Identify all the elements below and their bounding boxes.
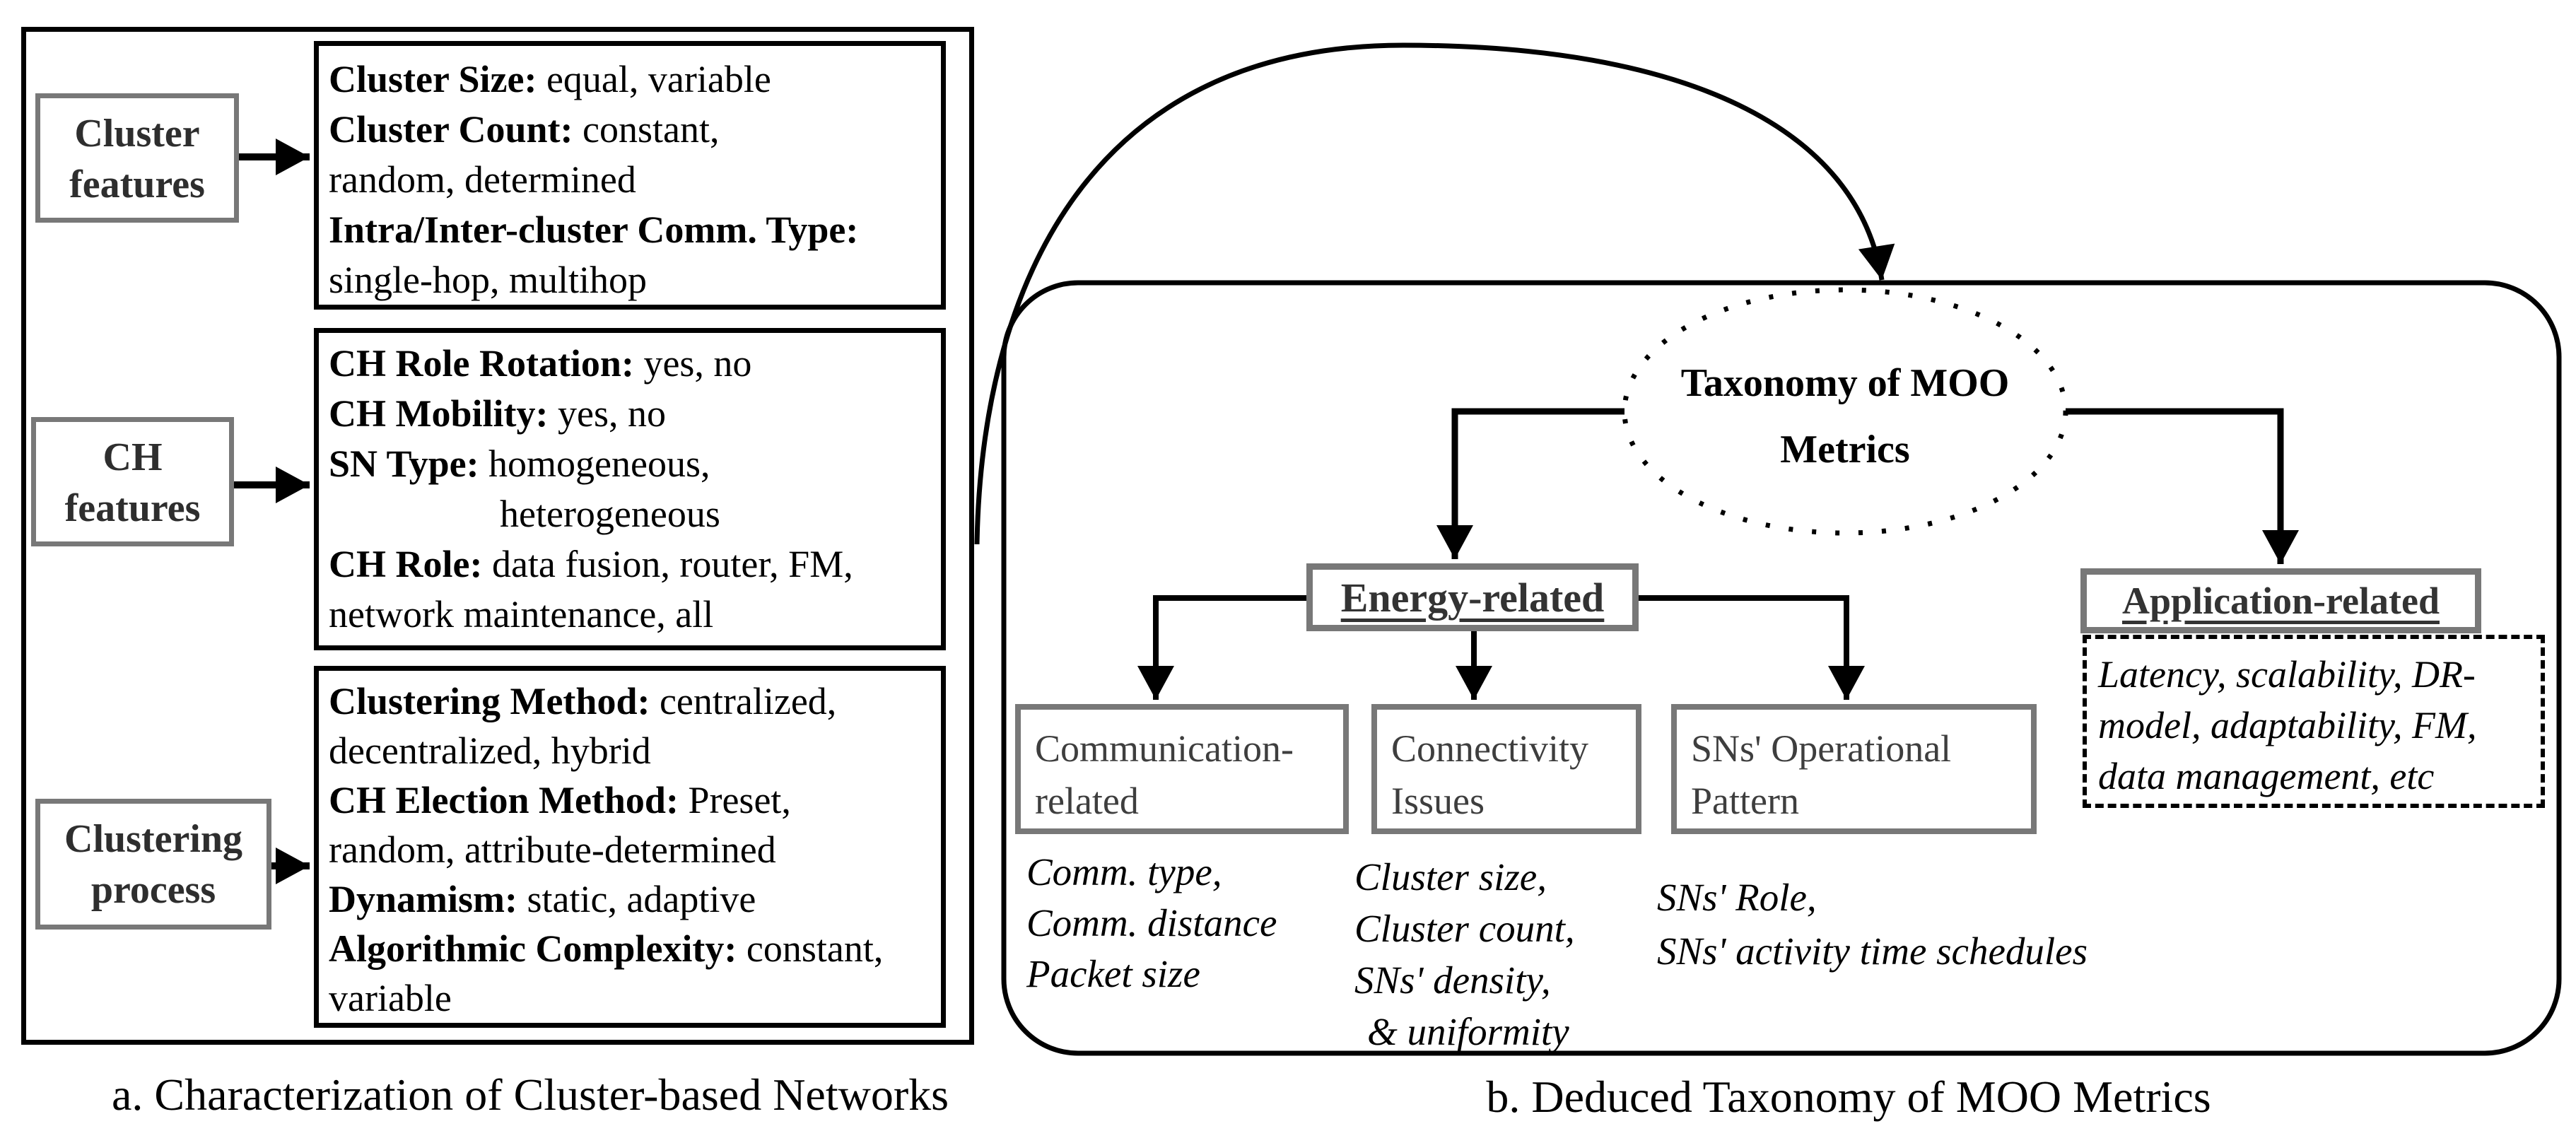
sns-operational-pattern-box: SNs' Operational Pattern: [1671, 704, 2037, 834]
application-related-box: Application-related: [2080, 568, 2481, 633]
note-line: Comm. type,: [1026, 850, 1222, 893]
child-title-line: Communication-: [1035, 727, 1294, 770]
panel-b-frame: [1001, 280, 2562, 1056]
spec-line: single-hop, multihop: [329, 259, 647, 301]
label-line: features: [69, 163, 205, 206]
label-line: Cluster: [74, 112, 200, 156]
spec-line: Intra/Inter-cluster Comm. Type:: [329, 209, 859, 251]
note-line: SNs' activity time schedules: [1657, 930, 2088, 973]
spec-line: CH Election Method: Preset,: [329, 779, 791, 821]
application-note-line: Latency, scalability, DR-: [2098, 653, 2476, 696]
spec-line: CH Role Rotation: yes, no: [329, 342, 752, 385]
note-line: SNs' Role,: [1657, 876, 1817, 919]
ch-features-spec-box: CH Role Rotation: yes, no CH Mobility: y…: [314, 328, 946, 650]
application-notes-box: Latency, scalability, DR- model, adaptab…: [2083, 635, 2545, 808]
connectivity-notes: Cluster size, Cluster count, SNs' densit…: [1354, 851, 1575, 1057]
spec-line: CH Role: data fusion, router, FM,: [329, 543, 853, 585]
note-line: Packet size: [1026, 952, 1200, 995]
taxonomy-ellipse-label: Taxonomy of MOO Metrics: [1626, 350, 2064, 483]
spec-line: CH Mobility: yes, no: [329, 392, 666, 435]
arrow-root-to-application: [2066, 408, 2299, 564]
spec-line: heterogeneous: [500, 493, 720, 535]
application-related-label: Application-related: [2122, 580, 2440, 622]
communication-related-box: Communication- related: [1015, 704, 1349, 834]
clustering-process-spec-box: Clustering Method: centralized, decentra…: [314, 666, 946, 1028]
note-line: & uniformity: [1367, 1010, 1569, 1053]
spec-line: Dynamism: static, adaptive: [329, 878, 756, 920]
spec-line: random, attribute-determined: [329, 828, 776, 871]
note-line: Cluster size,: [1354, 855, 1547, 898]
spec-line: random, determined: [329, 158, 636, 201]
note-line: SNs' density,: [1354, 959, 1551, 1002]
label-line: process: [90, 868, 216, 912]
spec-line: network maintenance, all: [329, 593, 714, 635]
label-line: features: [64, 486, 201, 530]
arrow-energy-to-sns: [1639, 595, 1865, 700]
note-line: Cluster count,: [1354, 907, 1575, 950]
child-title-line: related: [1035, 780, 1139, 822]
caption-panel-b: b. Deduced Taxonomy of MOO Metrics: [1486, 1072, 2211, 1122]
connectivity-issues-box: Connectivity Issues: [1371, 704, 1641, 834]
sns-notes: SNs' Role, SNs' activity time schedules: [1657, 871, 2088, 978]
energy-related-label: Energy-related: [1340, 574, 1605, 621]
panel-link-curve-arrow: [974, 42, 1895, 545]
spec-line: Algorithmic Complexity: constant,: [329, 927, 884, 970]
spec-line: Cluster Count: constant,: [329, 108, 720, 151]
note-line: Comm. distance: [1026, 901, 1277, 944]
child-title-line: Issues: [1391, 780, 1485, 822]
label-box-ch-features: CH features: [31, 417, 234, 546]
cluster-features-spec-box: Cluster Size: equal, variable Cluster Co…: [314, 41, 946, 310]
spec-line: SN Type: homogeneous,: [329, 442, 710, 485]
spec-line: Clustering Method: centralized,: [329, 680, 837, 722]
application-note-line: model, adaptability, FM,: [2098, 704, 2477, 746]
arrow-root-to-energy: [1436, 408, 1624, 559]
label-line: Clustering: [64, 817, 242, 861]
application-note-line: data management, etc: [2098, 755, 2435, 797]
caption-panel-a: a. Characterization of Cluster-based Net…: [111, 1069, 949, 1120]
taxonomy-line: Taxonomy of MOO: [1680, 361, 2010, 405]
energy-related-box: Energy-related: [1306, 563, 1639, 631]
spec-line: variable: [329, 977, 452, 1019]
taxonomy-line: Metrics: [1780, 428, 1910, 471]
spec-line: Cluster Size: equal, variable: [329, 58, 771, 100]
child-title-line: Pattern: [1691, 780, 1799, 822]
communication-notes: Comm. type, Comm. distance Packet size: [1026, 847, 1277, 1000]
panel-a-border: [21, 27, 974, 1045]
spec-line: decentralized, hybrid: [329, 729, 651, 772]
label-line: CH: [103, 435, 163, 479]
arrow-energy-to-communication: [1137, 595, 1306, 700]
label-box-clustering-process: Clustering process: [35, 799, 271, 930]
label-box-cluster-features: Cluster features: [35, 93, 239, 223]
child-title-line: Connectivity: [1391, 727, 1588, 770]
child-title-line: SNs' Operational: [1691, 727, 1952, 770]
